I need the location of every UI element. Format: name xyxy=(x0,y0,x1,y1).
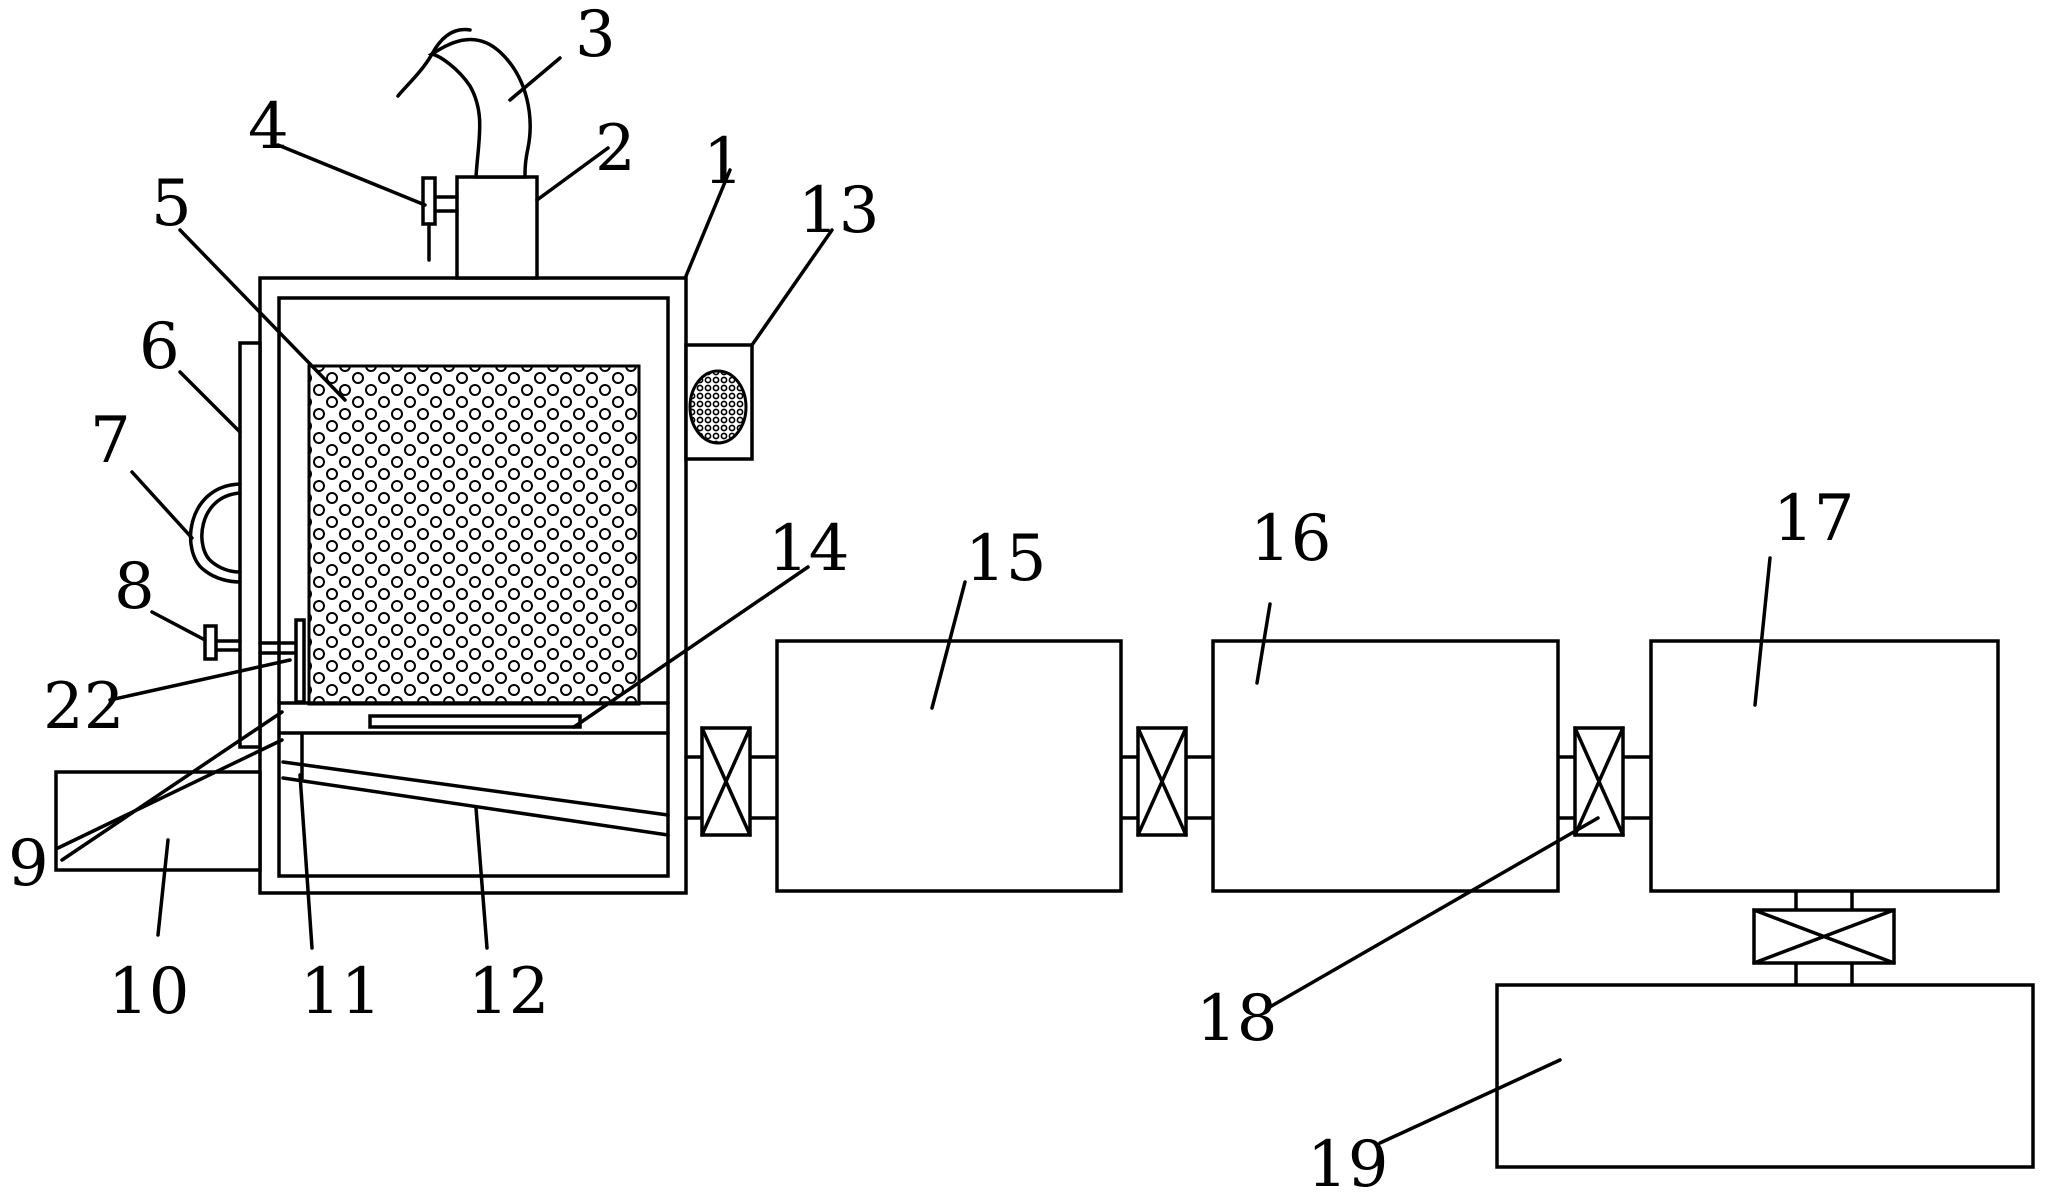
label-16: 16 xyxy=(1250,502,1331,576)
door-handle-inner xyxy=(200,491,242,574)
label-15: 15 xyxy=(965,522,1046,596)
label-17: 17 xyxy=(1773,482,1854,556)
label-2: 2 xyxy=(595,112,636,186)
label-18: 18 xyxy=(1196,982,1277,1056)
door-handle xyxy=(188,482,242,584)
label-19: 19 xyxy=(1307,1128,1388,1202)
box-19 xyxy=(1495,983,2035,1169)
label-4: 4 xyxy=(248,90,289,164)
label-11: 11 xyxy=(300,955,381,1029)
label-6: 6 xyxy=(139,310,180,384)
valve-4 xyxy=(1752,908,1896,965)
label-1: 1 xyxy=(703,125,744,199)
outlet-pipe xyxy=(54,770,262,872)
label-10: 10 xyxy=(108,955,189,1029)
latch xyxy=(203,624,242,661)
support-plate xyxy=(277,701,670,735)
filter-media xyxy=(307,364,641,706)
box-16 xyxy=(1211,639,1560,893)
number-labels: 1 2 3 4 5 6 7 8 9 10 11 12 13 14 15 16 1… xyxy=(8,0,1854,1202)
label-5: 5 xyxy=(151,167,192,241)
label-13: 13 xyxy=(798,174,879,248)
inlet-valve xyxy=(421,176,459,262)
box-15 xyxy=(775,639,1123,893)
label-22: 22 xyxy=(43,670,124,744)
box-17 xyxy=(1649,639,2000,893)
label-8: 8 xyxy=(114,550,155,624)
label-14: 14 xyxy=(768,512,849,586)
label-12: 12 xyxy=(468,955,549,1029)
valve-2 xyxy=(1136,726,1188,837)
fan-unit xyxy=(684,343,754,461)
inner-bolt xyxy=(258,618,306,704)
inlet-pipe xyxy=(455,175,539,280)
label-9: 9 xyxy=(8,827,49,901)
side-door xyxy=(238,341,262,749)
label-3: 3 xyxy=(575,0,616,72)
label-7: 7 xyxy=(90,404,131,478)
leader-lines xyxy=(56,56,1772,1145)
valve-1 xyxy=(700,726,752,837)
hose xyxy=(427,37,532,179)
